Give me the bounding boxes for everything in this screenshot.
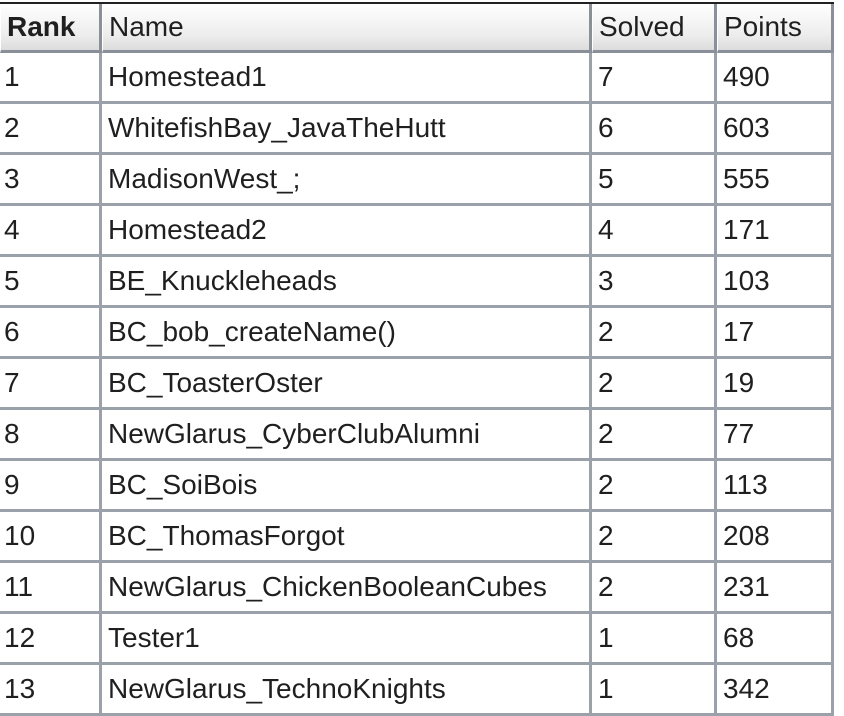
column-header-name[interactable]: Name bbox=[102, 4, 592, 53]
points-cell: 77 bbox=[717, 410, 834, 461]
name-cell: BE_Knuckleheads bbox=[102, 257, 592, 308]
rank-cell: 9 bbox=[0, 461, 102, 512]
solved-cell: 6 bbox=[592, 104, 717, 155]
points-cell: 103 bbox=[717, 257, 834, 308]
column-header-points[interactable]: Points bbox=[717, 4, 834, 53]
name-cell: BC_SoiBois bbox=[102, 461, 592, 512]
column-header-rank[interactable]: Rank bbox=[0, 4, 102, 53]
name-cell: NewGlarus_CyberClubAlumni bbox=[102, 410, 592, 461]
solved-cell: 1 bbox=[592, 665, 717, 716]
column-header-solved[interactable]: Solved bbox=[592, 4, 717, 53]
solved-cell: 2 bbox=[592, 308, 717, 359]
rank-cell: 4 bbox=[0, 206, 102, 257]
solved-cell: 2 bbox=[592, 410, 717, 461]
rank-cell: 13 bbox=[0, 665, 102, 716]
points-cell: 208 bbox=[717, 512, 834, 563]
rank-cell: 1 bbox=[0, 53, 102, 104]
solved-cell: 2 bbox=[592, 512, 717, 563]
solved-cell: 4 bbox=[592, 206, 717, 257]
rank-cell: 6 bbox=[0, 308, 102, 359]
solved-cell: 1 bbox=[592, 614, 717, 665]
name-cell: NewGlarus_TechnoKnights bbox=[102, 665, 592, 716]
rank-cell: 5 bbox=[0, 257, 102, 308]
solved-cell: 2 bbox=[592, 563, 717, 614]
solved-cell: 2 bbox=[592, 359, 717, 410]
name-cell: Homestead1 bbox=[102, 53, 592, 104]
rank-cell: 8 bbox=[0, 410, 102, 461]
name-cell: Tester1 bbox=[102, 614, 592, 665]
name-cell: BC_bob_createName() bbox=[102, 308, 592, 359]
points-cell: 68 bbox=[717, 614, 834, 665]
solved-cell: 7 bbox=[592, 53, 717, 104]
points-cell: 17 bbox=[717, 308, 834, 359]
solved-cell: 5 bbox=[592, 155, 717, 206]
name-cell: NewGlarus_ChickenBooleanCubes bbox=[102, 563, 592, 614]
rank-cell: 10 bbox=[0, 512, 102, 563]
rank-cell: 12 bbox=[0, 614, 102, 665]
name-cell: MadisonWest_; bbox=[102, 155, 592, 206]
name-cell: BC_ThomasForgot bbox=[102, 512, 592, 563]
points-cell: 603 bbox=[717, 104, 834, 155]
name-cell: WhitefishBay_JavaTheHutt bbox=[102, 104, 592, 155]
rank-cell: 3 bbox=[0, 155, 102, 206]
solved-cell: 2 bbox=[592, 461, 717, 512]
points-cell: 490 bbox=[717, 53, 834, 104]
points-cell: 19 bbox=[717, 359, 834, 410]
points-cell: 171 bbox=[717, 206, 834, 257]
points-cell: 342 bbox=[717, 665, 834, 716]
name-cell: BC_ToasterOster bbox=[102, 359, 592, 410]
header-row: Rank Name Solved Points bbox=[0, 4, 834, 53]
rank-cell: 7 bbox=[0, 359, 102, 410]
points-cell: 555 bbox=[717, 155, 834, 206]
rank-cell: 2 bbox=[0, 104, 102, 155]
rank-cell: 11 bbox=[0, 563, 102, 614]
solved-cell: 3 bbox=[592, 257, 717, 308]
name-cell: Homestead2 bbox=[102, 206, 592, 257]
points-cell: 113 bbox=[717, 461, 834, 512]
points-cell: 231 bbox=[717, 563, 834, 614]
